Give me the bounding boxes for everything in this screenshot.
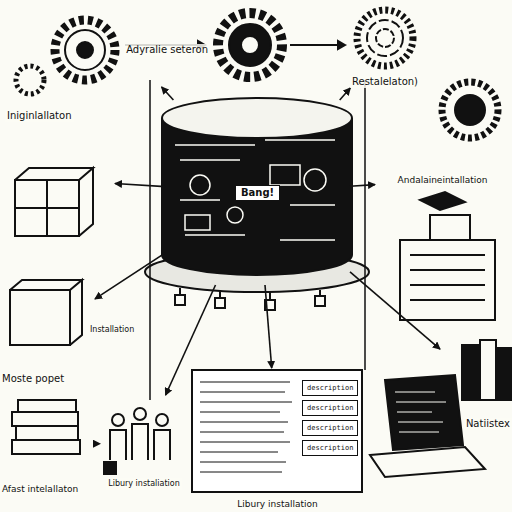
book-stack: [462, 340, 511, 400]
box-icon: [10, 290, 70, 345]
arrow-head: [198, 41, 345, 49]
connector-arrow: [350, 185, 375, 187]
maze-ring: [376, 29, 394, 47]
book-stack: [12, 400, 80, 454]
connector-arrow: [350, 272, 440, 349]
node-label: Natiistex: [464, 418, 512, 430]
node-label: Adyralie seteron: [124, 44, 210, 56]
gear-hub: [77, 42, 93, 58]
database-top: [162, 98, 352, 138]
hanging-boxes: [175, 288, 325, 310]
free-label: Installation: [90, 325, 134, 335]
node-label: Andalaineintallation: [396, 174, 490, 186]
leader-line: [150, 80, 365, 400]
gear-ring: [65, 30, 105, 70]
connector-arrow: [265, 285, 272, 368]
maze-ring: [367, 20, 403, 56]
machine-icon: [400, 192, 495, 320]
connector-arrow: [95, 253, 165, 299]
node-label: Restalelaton): [350, 76, 420, 88]
blob-core: [455, 95, 485, 125]
code-lines: [200, 382, 292, 472]
box-icon: [10, 280, 82, 345]
people-group: [104, 408, 170, 474]
cube-stack: [15, 168, 93, 236]
icon-node: Natiistex: [440, 330, 512, 430]
icon-node: Moste popet: [0, 275, 95, 385]
database-node: Bang!: [165, 100, 350, 285]
panel-button: description: [302, 400, 358, 416]
gear-hub: [241, 36, 259, 54]
icon-node: Andalaineintallation: [375, 160, 510, 200]
connector-arrow: [340, 88, 351, 100]
gear-body: [229, 24, 271, 66]
icon-node: Restalelaton): [320, 10, 450, 88]
icon-node: Afast intelallaton: [0, 395, 100, 495]
database-scribbles: [175, 140, 335, 240]
blob-icon: [16, 66, 44, 94]
connector-arrow: [166, 285, 216, 395]
panel-button: description: [302, 420, 358, 436]
gear-icon: [218, 13, 282, 77]
database-body: [162, 118, 352, 275]
icon-node: Iniginlallaton: [5, 110, 115, 250]
connector-arrow: [115, 184, 165, 187]
code-panel: [192, 370, 362, 492]
node-label: Bang!: [235, 185, 280, 201]
panel-button: description: [302, 440, 358, 456]
node-label: Iniginlallaton: [5, 110, 74, 122]
node-label: Libury instaliation: [106, 478, 182, 490]
node-label: Moste popet: [0, 373, 66, 385]
icon-node: Libury instaliation: [100, 395, 188, 490]
connector-arrow: [162, 87, 174, 100]
blob-icon: [442, 82, 498, 138]
node-label: Libury installation: [235, 498, 320, 510]
maze-icon: [357, 10, 413, 66]
icon-node: Adyralie seteron: [45, 12, 210, 87]
node-label: Afast intelallaton: [0, 483, 80, 495]
gear-icon: [55, 20, 115, 80]
panel-button: description: [302, 380, 358, 396]
